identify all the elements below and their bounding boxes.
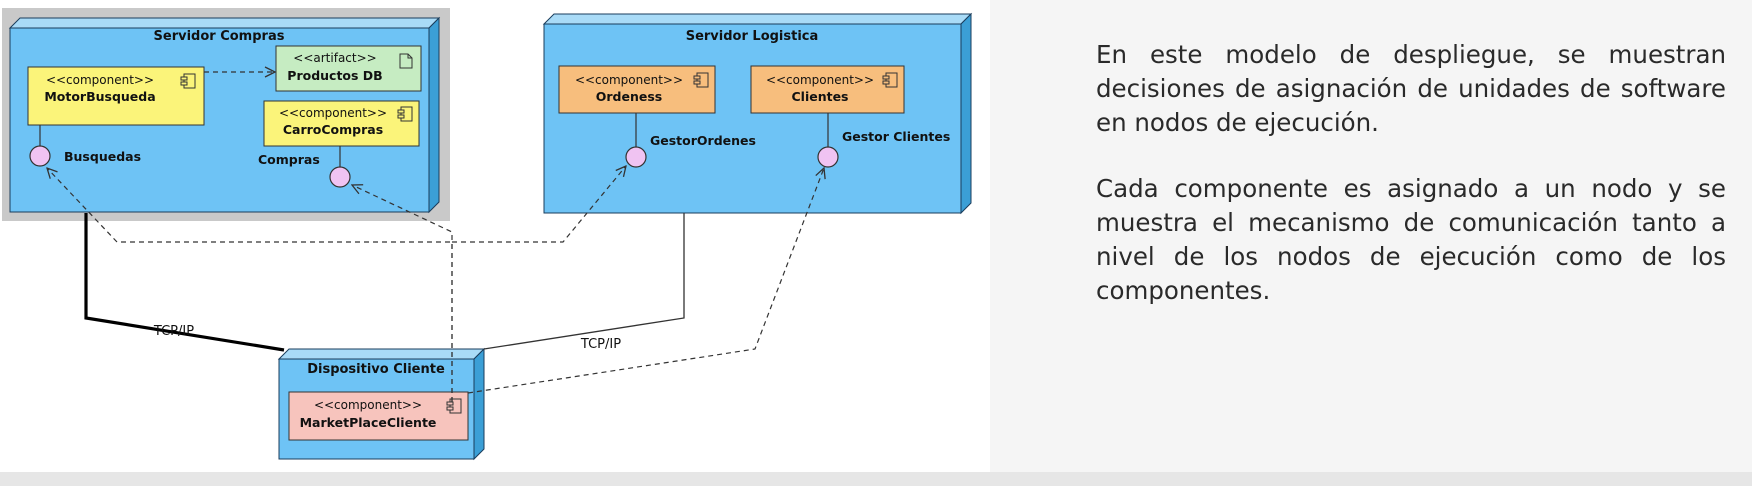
component-carro-compras[interactable]: <<component>> CarroCompras — [263, 100, 420, 147]
tcp-ip-label-right: TCP/IP — [580, 337, 621, 352]
stereotype-label: <<component>> — [46, 73, 154, 87]
component-name: MotorBusqueda — [44, 89, 155, 104]
stereotype-label: <<component>> — [279, 106, 387, 120]
dependency-to-gestor-ordenes[interactable] — [452, 166, 626, 243]
component-clientes[interactable]: <<component>> Clientes — [750, 65, 905, 114]
interface-label-gestor-ordenes: GestorOrdenes — [650, 133, 756, 148]
dependency-to-gestor-clientes[interactable] — [467, 168, 824, 394]
lollipop-icon — [625, 146, 647, 168]
description-panel: En este modelo de despliegue, se muestra… — [990, 0, 1752, 486]
node-title-servidor-compras: Servidor Compras — [154, 29, 285, 44]
component-name: Clientes — [791, 89, 848, 104]
component-ordeness[interactable]: <<component>> Ordeness — [558, 65, 716, 114]
lollipop-icon — [329, 166, 351, 188]
component-motor-busqueda[interactable]: <<component>> MotorBusqueda — [27, 66, 205, 126]
stereotype-label: <<component>> — [575, 73, 683, 87]
tcp-ip-connection-left[interactable] — [84, 213, 285, 352]
component-icon — [882, 72, 898, 88]
tcp-ip-connection-right[interactable] — [483, 213, 685, 350]
component-icon — [693, 72, 709, 88]
dependency-to-busquedas[interactable] — [47, 168, 453, 402]
component-icon — [180, 73, 196, 89]
component-name: MarketPlaceCliente — [300, 415, 437, 430]
component-icon — [446, 398, 462, 414]
interface-gestor-clientes[interactable] — [817, 113, 839, 168]
document-icon — [399, 53, 413, 69]
interface-gestor-ordenes[interactable] — [625, 113, 647, 168]
dependency-to-compras[interactable] — [352, 185, 453, 402]
stereotype-label: <<component>> — [314, 398, 422, 412]
deployment-diagram: Servidor Compras Servidor Logistica Disp… — [2, 8, 973, 461]
lollipop-icon — [29, 145, 51, 167]
interface-label-compras: Compras — [258, 152, 320, 167]
stereotype-label: <<component>> — [766, 73, 874, 87]
interface-compras[interactable] — [329, 146, 351, 188]
stereotype-label: <<artifact>> — [293, 51, 376, 65]
component-name: Ordeness — [596, 89, 662, 104]
component-marketplace-cliente[interactable]: <<component>> MarketPlaceCliente — [288, 391, 469, 441]
artifact-name: Productos DB — [287, 68, 382, 83]
description-paragraph-1: En este modelo de despliegue, se muestra… — [1096, 40, 1726, 137]
bottom-strip — [0, 472, 1752, 486]
node-title-dispositivo-cliente: Dispositivo Cliente — [307, 362, 445, 377]
interface-busquedas[interactable] — [29, 125, 51, 167]
lollipop-icon — [817, 146, 839, 168]
interface-label-busquedas: Busquedas — [64, 149, 141, 164]
node-title-servidor-logistica: Servidor Logistica — [686, 29, 819, 44]
component-name: CarroCompras — [283, 122, 383, 137]
artifact-productos-db[interactable]: <<artifact>> Productos DB — [275, 45, 422, 92]
tcp-ip-label-left: TCP/IP — [153, 324, 194, 339]
interface-label-gestor-clientes: Gestor Clientes — [842, 129, 950, 144]
description-paragraph-2: Cada componente es asignado a un nodo y … — [1096, 174, 1726, 305]
component-icon — [397, 106, 413, 122]
